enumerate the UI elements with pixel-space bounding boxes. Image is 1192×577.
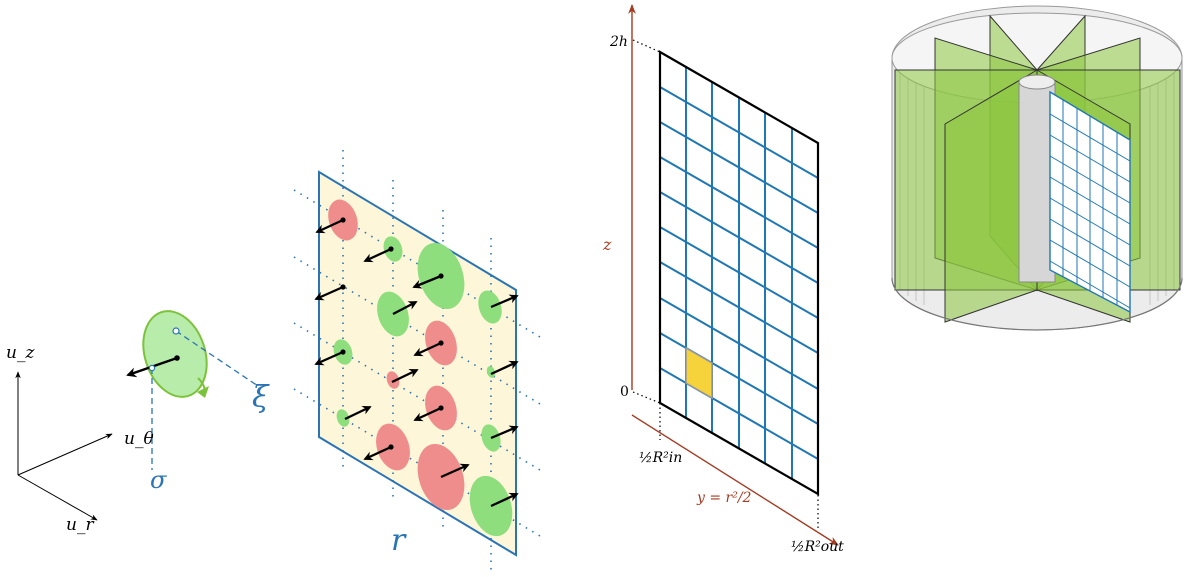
ur-label: u_r xyxy=(66,515,94,535)
dipole-arrow xyxy=(363,445,392,461)
top-guide xyxy=(632,39,661,53)
dipole-arrow xyxy=(412,274,442,289)
dipole-arrow xyxy=(315,218,344,234)
dipole-arrow xyxy=(490,294,519,309)
utheta-label: u_θ xyxy=(124,429,154,449)
single-disk-group: ξ σ xyxy=(126,310,270,494)
plane-dipoles xyxy=(314,218,519,508)
dipole-arrow xyxy=(490,492,519,508)
inner-core-top xyxy=(1018,74,1056,90)
disk-plane-group: r xyxy=(293,150,546,570)
rotation-arrow-head xyxy=(197,386,209,398)
sigma-anchor xyxy=(148,364,156,372)
dipole-arrow xyxy=(314,350,344,366)
green-disk xyxy=(486,366,496,378)
green-disk xyxy=(336,409,350,427)
dipole-arrow xyxy=(440,463,470,479)
front-mesh-lines xyxy=(1049,100,1131,309)
z-label: z xyxy=(602,235,612,254)
disk-center xyxy=(174,355,180,361)
rin-tick: ½R²in xyxy=(639,450,682,466)
xi-label: ξ xyxy=(252,380,270,415)
inner-core xyxy=(1018,81,1056,283)
dipole-centers xyxy=(340,217,444,450)
y-label: y = r²/2 xyxy=(696,490,752,506)
rout-tick: ½R²out xyxy=(791,539,844,555)
cylinder-bottom-rim xyxy=(891,277,1183,331)
dipole-arrow xyxy=(413,406,442,422)
r-label: r xyxy=(391,523,407,558)
dipole-arrow xyxy=(344,405,372,421)
single-disk xyxy=(142,310,208,398)
dipole-arrow xyxy=(363,247,392,263)
xi-guide xyxy=(175,330,259,387)
ur-axis xyxy=(17,474,98,521)
axes-triad: u_z u_θ u_r xyxy=(6,343,154,535)
xi-anchor xyxy=(172,327,180,335)
sigma-label: σ xyxy=(150,466,167,494)
cylinder-group xyxy=(891,5,1183,331)
grid-border xyxy=(658,50,820,496)
grid-panel: 2h 0 z ½R²in y = r²/2 ½R²out xyxy=(602,4,844,555)
dipole-arrow xyxy=(490,360,519,376)
dipole-arrow xyxy=(392,300,418,316)
zero-tick: 0 xyxy=(620,384,629,400)
top-tick: 2h xyxy=(609,34,628,50)
dipole-arrow xyxy=(391,368,419,384)
green-disk xyxy=(478,290,502,324)
zero-guide xyxy=(632,391,661,404)
highlighted-cell xyxy=(685,346,713,400)
dipole-arrow xyxy=(413,341,442,357)
uz-label: u_z xyxy=(6,343,35,363)
y-axis xyxy=(631,414,839,546)
utheta-axis xyxy=(17,433,113,476)
red-disk xyxy=(386,371,400,389)
dipole-arrow xyxy=(490,425,519,440)
dipole-arrow xyxy=(314,285,344,301)
